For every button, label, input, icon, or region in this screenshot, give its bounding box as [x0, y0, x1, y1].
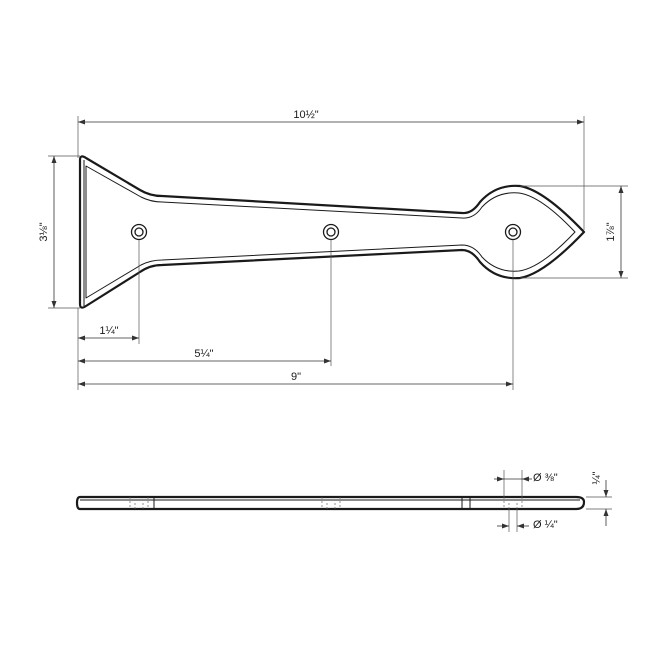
dim-thickness: ¼" [586, 471, 612, 526]
hole-circle [326, 227, 336, 237]
dim-overall-length-label: 10½" [293, 109, 318, 121]
dim-hole2-label: 5¼" [194, 348, 213, 360]
countersink-circle [130, 223, 148, 241]
side-hole-1 [129, 497, 149, 509]
dim-hole1-label: 1¼" [99, 325, 118, 337]
dim-hole-offsets: 1¼" 5¼" 9" [77, 240, 514, 390]
countersink-circle [504, 223, 522, 241]
hole-circle [508, 227, 518, 237]
dim-spear-height: 1⅞" [520, 185, 628, 279]
hole-circle [134, 227, 144, 237]
hinge-outline [78, 155, 586, 309]
screw-hole-3 [504, 223, 522, 241]
hinge-top-view [78, 155, 586, 309]
dim-countersink-label: Ø ⅜" [533, 472, 558, 484]
side-hole-2 [321, 497, 341, 509]
dim-overall-length: 10½" [77, 109, 585, 230]
side-outline [75, 495, 586, 511]
dim-hole-diameter: Ø ¼" [497, 509, 558, 532]
dim-hole-label: Ø ¼" [533, 519, 558, 531]
screw-hole-1 [130, 223, 148, 241]
dim-top-height-label: 3⅛" [38, 222, 50, 241]
dim-countersink-diameter: Ø ⅜" [494, 470, 558, 497]
dim-thickness-label: ¼" [591, 471, 603, 484]
countersink-circle [322, 223, 340, 241]
screw-hole-2 [322, 223, 340, 241]
hinge-bevel-edge [85, 165, 576, 299]
dim-spear-height-label: 1⅞" [605, 222, 617, 241]
dim-top-height: 3⅛" [38, 155, 80, 309]
side-hole-3 [503, 497, 523, 509]
hinge-side-view [75, 495, 586, 511]
dim-hole3-label: 9" [291, 371, 301, 383]
